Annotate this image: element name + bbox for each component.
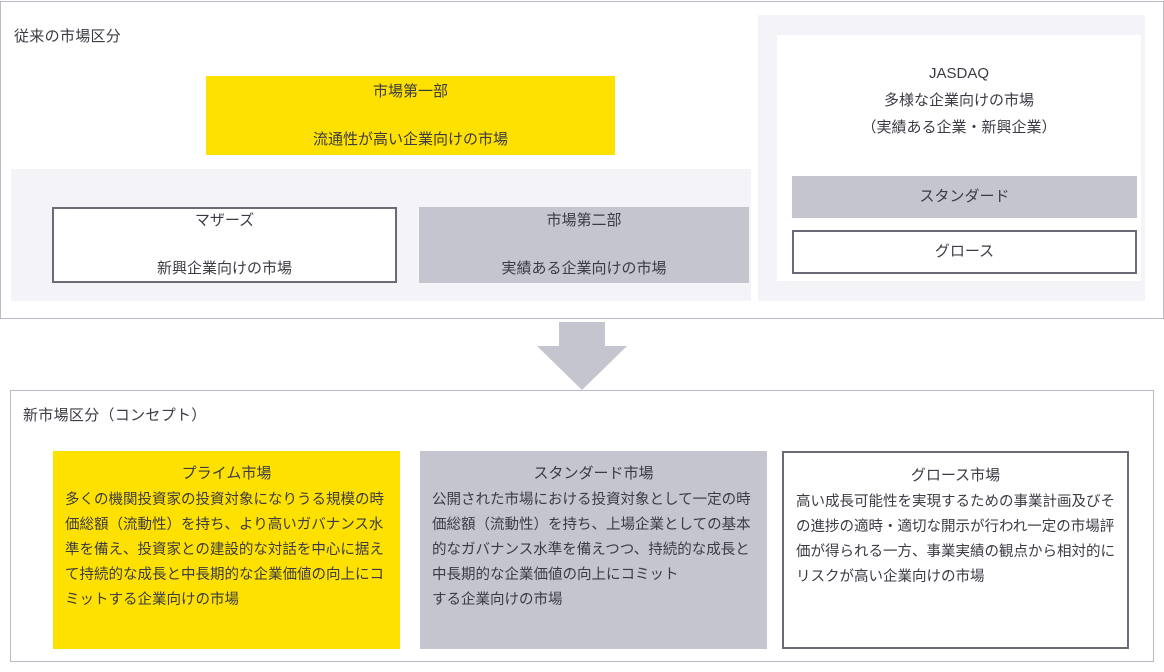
- card-standard-market-title: スタンダード市場: [533, 465, 654, 482]
- card-standard-market[interactable]: スタンダード市場 公開された市場における投資対象として一定の時価総額（流動性）を…: [420, 451, 767, 649]
- jasdaq-desc-line2: （実績ある企業・新興企業）: [861, 119, 1057, 136]
- card-growth-market-body: 高い成長可能性を実現するための事業計画及びその進捗の適時・適切な開示が行われ一定…: [796, 494, 1115, 585]
- new-panel-title: 新市場区分（コンセプト）: [23, 407, 207, 424]
- new-market-panel: 新市場区分（コンセプト） プライム市場 多くの機関投資家の投資対象になりうる規模…: [10, 390, 1154, 662]
- chip-first-section-desc: 流通性が高い企業向けの市場: [312, 130, 508, 148]
- chip-jasdaq-standard-label: スタンダード: [919, 188, 1010, 205]
- chip-mothers-desc: 新興企業向けの市場: [156, 260, 292, 277]
- jasdaq-desc-line1: 多様な企業向けの市場: [883, 92, 1034, 109]
- jasdaq-text-block: JASDAQ 多様な企業向けの市場 （実績ある企業・新興企業）: [777, 60, 1141, 160]
- chip-second-section-desc: 実績ある企業向けの市場: [501, 260, 667, 277]
- chip-jasdaq-growth-label: グロース: [934, 243, 995, 260]
- card-standard-market-body: 公開された市場における投資対象として一定の時価総額（流動性）を持ち、上場企業とし…: [432, 492, 751, 608]
- chip-second-section-name: 市場第二部: [546, 212, 622, 229]
- jasdaq-name: JASDAQ: [928, 65, 989, 82]
- chip-first-section[interactable]: 市場第一部 流通性が高い企業向けの市場: [206, 76, 615, 155]
- down-arrow-icon: [537, 322, 627, 390]
- card-prime-market-body: 多くの機関投資家の投資対象になりうる規模の時価総額（流動性）を持ち、より高いガバ…: [65, 492, 384, 608]
- legacy-panel-title: 従来の市場区分: [14, 28, 122, 45]
- legacy-market-panel: 従来の市場区分 市場第一部 流通性が高い企業向けの市場 マザーズ 新興企業向けの…: [0, 1, 1164, 319]
- chip-second-section[interactable]: 市場第二部 実績ある企業向けの市場: [419, 207, 749, 283]
- chip-mothers-name: マザーズ: [194, 212, 255, 229]
- card-prime-market[interactable]: プライム市場 多くの機関投資家の投資対象になりうる規模の時価総額（流動性）を持ち…: [53, 451, 400, 649]
- chip-mothers[interactable]: マザーズ 新興企業向けの市場: [52, 207, 397, 283]
- down-arrow-shaft: [559, 322, 605, 350]
- chip-jasdaq-standard[interactable]: スタンダード: [792, 176, 1137, 218]
- chip-jasdaq-growth[interactable]: グロース: [792, 230, 1137, 274]
- card-prime-market-title: プライム市場: [181, 465, 272, 482]
- chip-first-section-name: 市場第一部: [372, 82, 448, 100]
- down-arrow-head: [537, 346, 627, 390]
- card-growth-market-title: グロース市場: [910, 467, 1001, 484]
- card-growth-market[interactable]: グロース市場 高い成長可能性を実現するための事業計画及びその進捗の適時・適切な開…: [782, 451, 1129, 649]
